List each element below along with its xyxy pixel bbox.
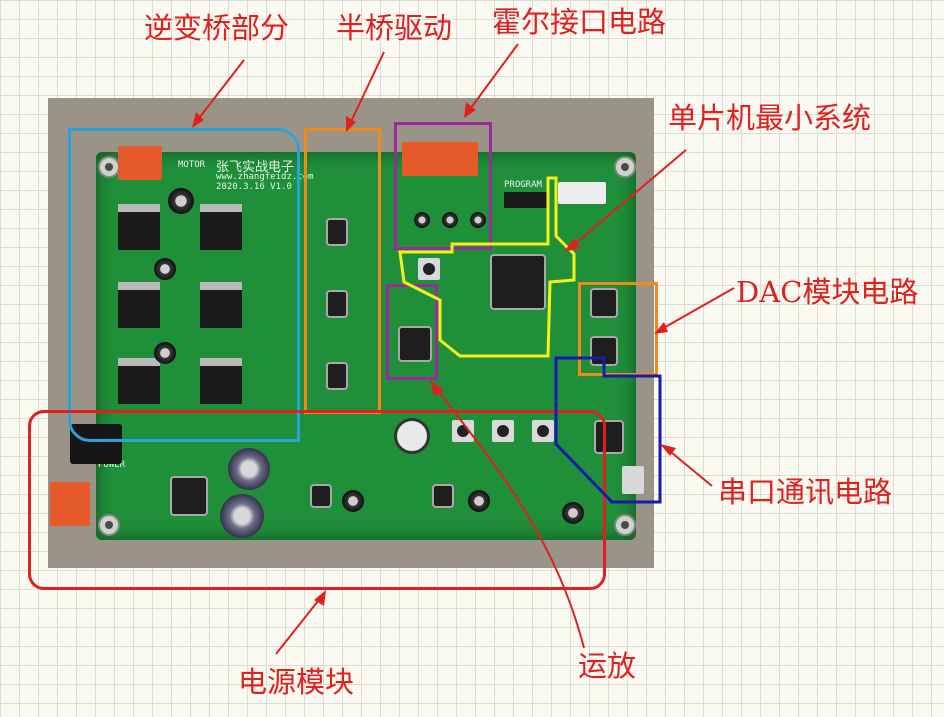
label-inverter: 逆变桥部分: [144, 11, 290, 45]
potentiometer: [394, 418, 430, 454]
arrow-mcu: [569, 149, 687, 249]
label-mcu: 单片机最小系统: [668, 101, 872, 135]
label-uart: 串口通讯电路: [718, 475, 893, 509]
mosfet: [118, 282, 160, 328]
capacitor: [168, 188, 194, 214]
mounting-hole: [614, 514, 636, 536]
uart-box: [554, 356, 662, 504]
mcu-chip: [492, 256, 544, 308]
capacitor: [342, 490, 364, 512]
arrowhead: [430, 380, 444, 396]
uart-chip: [596, 422, 622, 452]
push-button: [532, 420, 554, 442]
arrowhead: [314, 590, 326, 606]
arrowhead: [346, 116, 356, 132]
inverter-box: [68, 128, 300, 442]
mosfet: [200, 204, 242, 250]
dac-chip: [592, 290, 616, 316]
label-power: 电源模块: [238, 665, 355, 699]
mosfet: [118, 204, 160, 250]
arrow-uart: [665, 447, 713, 487]
reset-button: [418, 258, 440, 280]
arrow-half-bridge: [347, 51, 385, 129]
arrowhead: [464, 102, 476, 118]
mosfet: [118, 358, 160, 404]
hall-box: [394, 122, 492, 250]
push-button: [492, 420, 514, 442]
silk-program: PROGRAM: [504, 180, 542, 190]
capacitor: [562, 502, 584, 524]
regulator-chip: [172, 478, 206, 514]
electrolytic-capacitor: [220, 494, 264, 538]
capacitor: [468, 490, 490, 512]
capacitor: [442, 212, 458, 228]
driver-chip: [328, 220, 346, 244]
arrow-dac: [659, 287, 735, 331]
arrowhead: [654, 322, 668, 334]
electrolytic-capacitor: [228, 448, 270, 490]
silk-maker: 张飞实战电子: [216, 160, 295, 175]
silk-version: 2020.3.16 V1.0: [216, 182, 292, 192]
regulator-chip: [312, 486, 330, 506]
mounting-hole: [98, 156, 120, 178]
label-half-bridge: 半桥驱动: [336, 11, 453, 45]
arrowhead: [564, 238, 580, 252]
arrow-inverter: [195, 59, 245, 123]
silk-site: www.zhangfeidz.com: [216, 172, 314, 182]
arrow-hall: [467, 43, 519, 113]
arrowhead: [192, 112, 204, 128]
pcb-board: MOTOR 张飞实战电子 www.zhangfeidz.com 2020.3.1…: [50, 142, 644, 540]
program-header: [504, 192, 548, 208]
driver-chip: [328, 292, 346, 316]
arrowhead: [660, 444, 676, 456]
motor-connector: [118, 146, 162, 180]
power-box: [28, 410, 606, 590]
capacitor: [470, 212, 486, 228]
white-connector: [558, 182, 606, 204]
label-dac: DAC模块电路: [736, 275, 919, 309]
mosfet: [200, 282, 242, 328]
label-hall: 霍尔接口电路: [492, 5, 667, 39]
regulator-chip: [434, 486, 452, 506]
capacitor: [154, 342, 176, 364]
mounting-hole: [614, 156, 636, 178]
mcu-box: [398, 176, 576, 358]
arrow-opamp: [433, 385, 585, 649]
usb-port: [622, 466, 644, 494]
capacitor: [154, 258, 176, 280]
driver-chip: [328, 364, 346, 388]
arrow-power: [275, 595, 323, 655]
silk-motor: MOTOR: [178, 160, 206, 170]
capacitor: [414, 212, 430, 228]
hall-connector: [402, 142, 478, 176]
label-opamp: 运放: [578, 649, 637, 683]
power-terminal: [50, 482, 90, 526]
opamp-chip: [400, 328, 430, 360]
mounting-hole: [98, 514, 120, 536]
mosfet: [200, 358, 242, 404]
silk-power: POWER: [98, 460, 126, 470]
